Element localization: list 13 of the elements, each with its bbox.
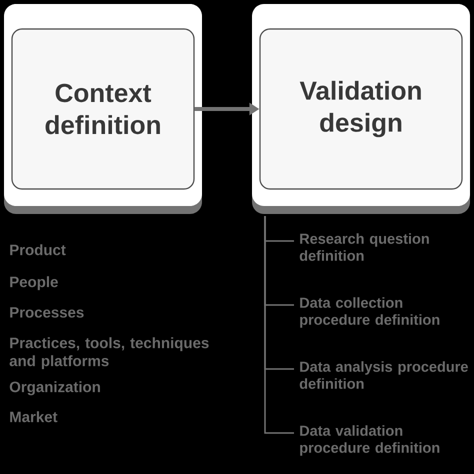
list-item: Practices, tools, techniques and platforms (10, 337, 209, 370)
process-box: Context definition (4, 4, 202, 214)
list-item: Market (10, 411, 58, 422)
list-item: Processes (10, 307, 84, 318)
list-item: Product (10, 244, 66, 256)
process-box: Validation design (252, 4, 470, 214)
step-text: Data analysis procedure definition (300, 361, 468, 389)
list-item: People (10, 276, 58, 290)
tree-connector (264, 216, 294, 434)
list-item: Organization (10, 381, 100, 396)
step-text: Research question definition (300, 233, 429, 261)
step-text: Data validation procedure definition (300, 425, 440, 456)
step-text: Data collection procedure definition (300, 297, 440, 328)
